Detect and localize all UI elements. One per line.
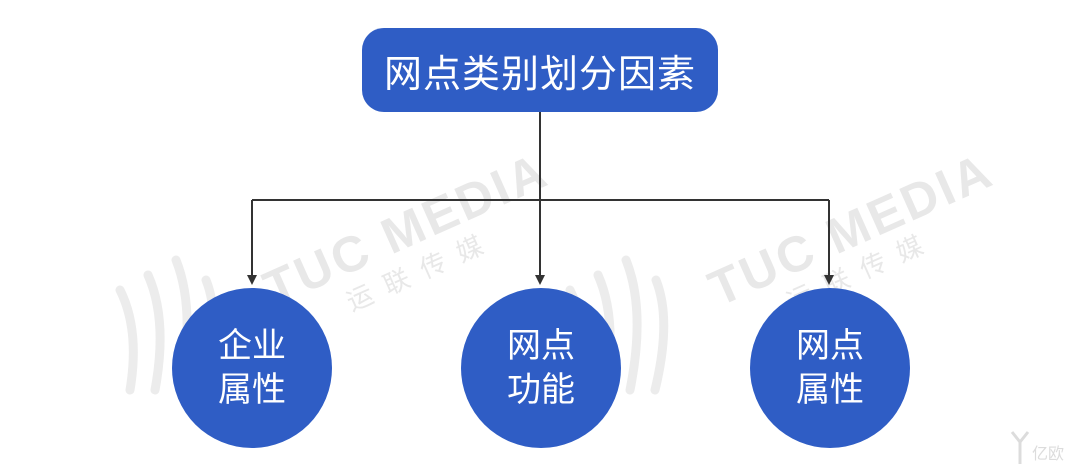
corner-brand-text: 亿欧 <box>1032 444 1065 463</box>
child-node-outlet-attributes: 网点 属性 <box>750 288 910 448</box>
child-node-label-line1: 网点 <box>507 326 575 366</box>
root-node-label: 网点类别划分因素 <box>383 51 696 96</box>
root-node: 网点类别划分因素 <box>362 28 718 112</box>
child-node-label-line2: 属性 <box>218 370 286 410</box>
child-node-label-line1: 企业 <box>218 326 286 366</box>
child-node-label-line2: 功能 <box>507 370 575 410</box>
child-node-label-line2: 属性 <box>796 370 864 410</box>
child-node-enterprise-attributes: 企业 属性 <box>172 288 332 448</box>
child-node-outlet-function: 网点 功能 <box>461 288 621 448</box>
child-node-label-line1: 网点 <box>796 326 864 366</box>
corner-brand-logo <box>1010 431 1030 464</box>
